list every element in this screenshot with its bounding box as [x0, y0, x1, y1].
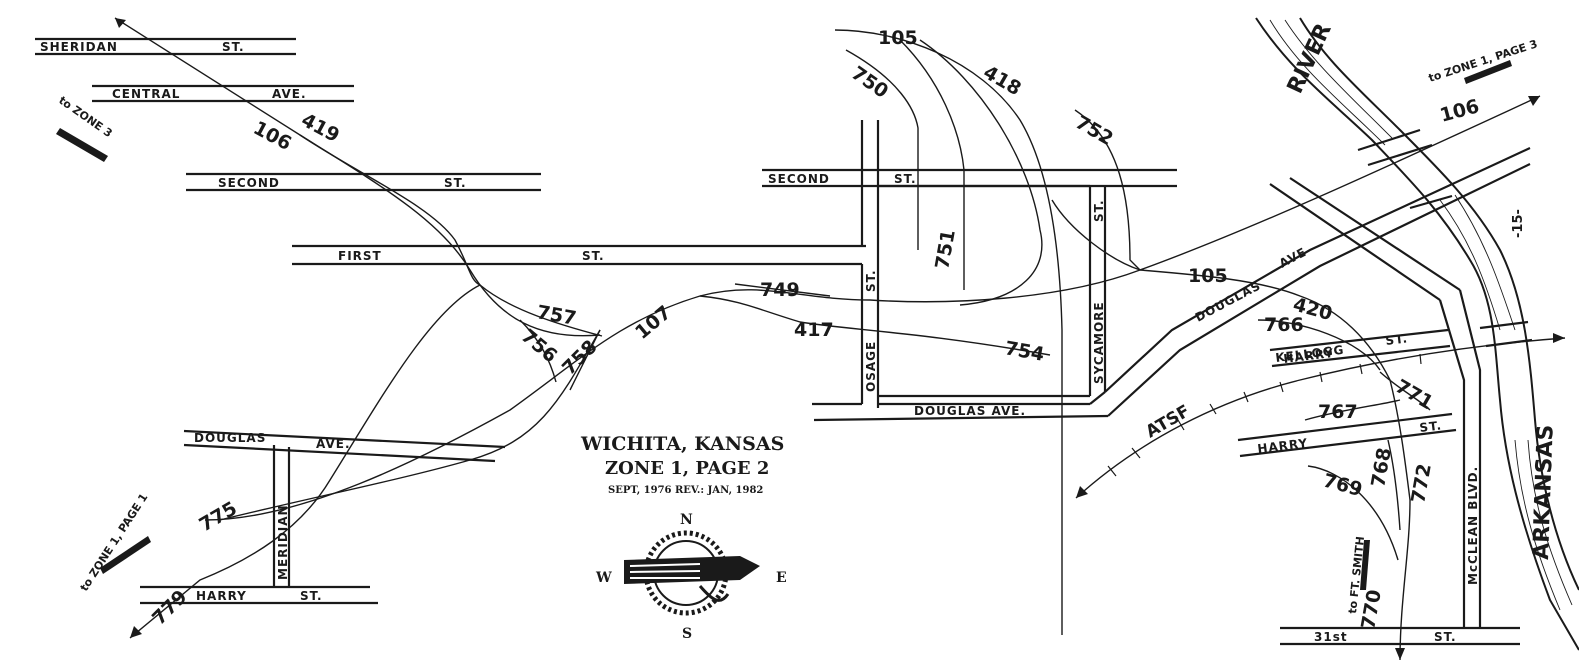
street-label: SHERIDAN — [40, 40, 118, 54]
track-label: 756 — [517, 325, 562, 367]
track-label: 766 — [1264, 314, 1304, 336]
street-label: HARRY — [1283, 346, 1335, 366]
railroad-label: ATSF — [1143, 401, 1194, 442]
street-label: ST. — [1434, 630, 1457, 644]
street-label: HARRY — [196, 589, 247, 603]
compass-n: N — [680, 512, 693, 528]
track-label: 758 — [558, 336, 602, 380]
track-label: 752 — [1072, 111, 1117, 150]
track-label: 105 — [878, 27, 918, 49]
street-label: ST. — [222, 40, 245, 54]
track-label: 754 — [1003, 337, 1046, 366]
track-label: 769 — [1321, 470, 1365, 502]
street-label: ST. — [300, 589, 323, 603]
street-label: SECOND — [218, 176, 280, 190]
track-label: 106 — [1438, 95, 1482, 127]
street-label: HARRY — [1257, 436, 1309, 456]
street-label: SECOND — [768, 172, 830, 186]
compass-rose: N S E W — [595, 512, 787, 642]
track-label: 107 — [631, 301, 676, 343]
street-labels: SHERIDAN ST. CENTRAL AVE. SECOND ST. FIR… — [40, 40, 1480, 644]
track-label: 417 — [794, 319, 834, 341]
street-label: ST. — [1092, 199, 1106, 222]
track-label: 767 — [1318, 401, 1358, 423]
track-label: 757 — [535, 301, 578, 330]
track-label: 772 — [1407, 462, 1436, 505]
track-label: 106 — [250, 117, 295, 155]
compass-s: S — [682, 626, 692, 642]
streets — [35, 37, 1531, 646]
street-label: DOUGLAS — [194, 431, 266, 445]
direction-label: to ZONE 1, PAGE 3 — [1427, 37, 1539, 85]
track-number-labels: 106 419 105 750 418 752 106 751 749 417 … — [148, 27, 1482, 631]
atsf-ticks — [1107, 353, 1422, 477]
rail-tracks — [114, 17, 1566, 661]
street-label: FIRST — [338, 249, 382, 263]
track-label: 770 — [1357, 588, 1386, 631]
track-label: 751 — [931, 228, 960, 271]
track-label: 771 — [1392, 375, 1437, 414]
street-label: AVE — [1277, 245, 1309, 271]
map-dates: SEPT, 1976 REV.: JAN, 1982 — [608, 485, 763, 496]
street-label: CENTRAL — [112, 87, 180, 101]
arrowheads — [115, 18, 1565, 660]
street-label: DOUGLAS AVE. — [914, 404, 1026, 418]
street-label: SYCAMORE — [1092, 301, 1106, 384]
compass-w: W — [595, 570, 612, 586]
track-label: 749 — [760, 279, 800, 301]
street-label: OSAGE — [864, 341, 878, 392]
track-label: 105 — [1188, 265, 1228, 287]
title-block: WICHITA, KANSAS ZONE 1, PAGE 2 SEPT, 197… — [580, 433, 784, 496]
arkansas-river — [1255, 17, 1579, 651]
map-subtitle: ZONE 1, PAGE 2 — [605, 458, 769, 479]
map-title: WICHITA, KANSAS — [580, 433, 784, 455]
compass-e: E — [776, 570, 787, 586]
page-marker: -15- — [1511, 209, 1526, 238]
street-label: ST. — [582, 249, 605, 263]
street-label: ST. — [864, 269, 878, 292]
river-label: ARKANSAS — [1529, 424, 1559, 560]
street-label: 31st — [1314, 630, 1348, 644]
track-label: 775 — [196, 497, 241, 536]
track-label: 768 — [1367, 446, 1396, 489]
street-label: McCLEAN BLVD. — [1466, 466, 1480, 585]
street-label: AVE. — [316, 437, 351, 451]
street-label: MERIDIAN — [276, 504, 290, 580]
track-label: 418 — [980, 61, 1025, 100]
direction-bars — [56, 60, 1512, 590]
track-label: 750 — [847, 62, 892, 103]
street-label: ST. — [1419, 418, 1443, 435]
track-label: 419 — [298, 109, 343, 147]
street-label: ST. — [444, 176, 467, 190]
street-label: ST. — [1385, 331, 1409, 348]
street-label: ST. — [894, 172, 917, 186]
street-label: AVE. — [272, 87, 307, 101]
